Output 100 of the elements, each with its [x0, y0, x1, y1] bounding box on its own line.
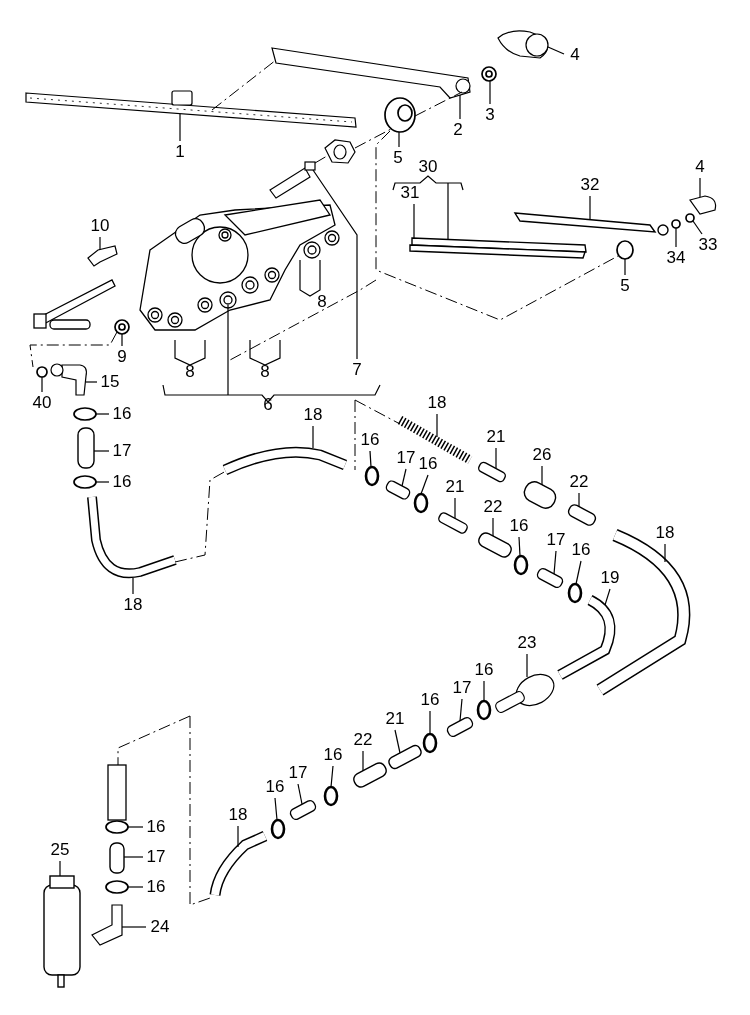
- leader-line: [121, 333, 123, 347]
- callout-number: 16: [419, 691, 441, 709]
- callout-number: 17: [395, 449, 417, 467]
- leader-line: [59, 860, 61, 877]
- nut-drawing: [685, 213, 695, 223]
- leader-line: [624, 258, 626, 276]
- leader-line: [123, 856, 144, 858]
- hose-clamp-drawing: [513, 554, 529, 576]
- callout-number: 4: [694, 158, 706, 176]
- callout-number: 18: [122, 596, 144, 614]
- leader-line: [459, 94, 461, 120]
- leader-line: [420, 474, 429, 495]
- leader-line: [413, 203, 415, 239]
- leader-line: [604, 588, 611, 606]
- washer-drawing: [114, 319, 130, 335]
- cap-drawing: [689, 195, 717, 215]
- callout-number: 21: [444, 478, 466, 496]
- leader-line: [297, 783, 303, 805]
- elbow-connector-drawing: [50, 363, 87, 396]
- leader-line: [553, 550, 557, 575]
- callout-number: 16: [570, 541, 592, 559]
- callout-number: 8: [259, 363, 271, 381]
- grommet-drawing: [384, 97, 416, 133]
- elbow-connector-drawing: [91, 904, 123, 946]
- leader-line: [589, 195, 591, 221]
- pin-drawing: [269, 161, 316, 199]
- callout-number: 16: [111, 405, 133, 423]
- callout-number: 3: [484, 106, 496, 124]
- callout-number: 16: [508, 517, 530, 535]
- leader-line: [489, 80, 491, 105]
- callout-number: 21: [485, 428, 507, 446]
- callout-number: 8: [316, 293, 328, 311]
- assembly-line: [29, 331, 118, 368]
- leader-line: [179, 113, 181, 142]
- leader-line: [547, 46, 565, 55]
- callout-number: 16: [111, 473, 133, 491]
- leader-line: [495, 447, 497, 469]
- callout-number: 16: [145, 818, 167, 836]
- callout-number: 19: [599, 569, 621, 587]
- leader-line: [459, 698, 463, 722]
- callout-number: 22: [568, 473, 590, 491]
- callout-number: 17: [111, 442, 133, 460]
- nut-drawing: [481, 66, 497, 82]
- leader-line: [330, 765, 334, 788]
- leader-line: [237, 825, 239, 848]
- cap-drawing: [36, 366, 48, 378]
- leader-line: [518, 536, 521, 557]
- callout-number: 5: [619, 277, 631, 295]
- leader-line: [575, 560, 582, 585]
- hose-clamp-drawing: [422, 732, 438, 754]
- leader-line: [394, 729, 401, 754]
- callout-number: 17: [545, 531, 567, 549]
- callout-number: 16: [417, 455, 439, 473]
- callout-number: 16: [359, 431, 381, 449]
- assembly-line: [211, 59, 277, 111]
- pump-drawing: [43, 875, 81, 988]
- leader-line: [41, 376, 43, 393]
- assembly-line: [354, 128, 392, 149]
- wiper-arm-drawing: [513, 212, 669, 236]
- callout-number: 18: [227, 806, 249, 824]
- wiper-blade-drawing: [25, 90, 357, 128]
- hose-clamp-drawing: [567, 582, 583, 604]
- callout-number: 18: [426, 394, 448, 412]
- leader-line: [692, 220, 703, 235]
- leader-line: [398, 131, 400, 148]
- bolt-drawing: [87, 245, 118, 267]
- hose-clamp-drawing: [270, 818, 286, 840]
- leader-line: [93, 450, 110, 452]
- wiper-arm-drawing: [271, 47, 471, 99]
- leader-line: [99, 236, 101, 251]
- leader-line: [578, 492, 580, 508]
- callout-number: 34: [665, 249, 687, 267]
- callout-number: 4: [569, 46, 581, 64]
- callout-number: 7: [351, 361, 363, 379]
- leader-line: [274, 797, 278, 821]
- hose-clamp-drawing: [105, 820, 129, 834]
- callout-number: 17: [287, 764, 309, 782]
- callout-number: 1: [174, 143, 186, 161]
- callout-number: 8: [184, 363, 196, 381]
- washer-drawing: [671, 219, 681, 229]
- leader-line: [312, 169, 358, 360]
- callout-number: 15: [99, 373, 121, 391]
- assembly-line: [414, 91, 463, 117]
- callout-number: 31: [399, 184, 421, 202]
- leader-line: [526, 653, 528, 678]
- callout-number: 16: [322, 746, 344, 764]
- leader-line: [483, 680, 485, 702]
- callout-number: 21: [384, 710, 406, 728]
- callout-number: 18: [654, 524, 676, 542]
- hose-drawing: [109, 842, 125, 874]
- callout-number: 22: [482, 498, 504, 516]
- wiper-blade-drawing: [409, 237, 587, 259]
- callout-number: 26: [531, 446, 553, 464]
- callout-number: 32: [579, 176, 601, 194]
- hose-clamp-drawing: [476, 699, 492, 721]
- callout-number: 6: [262, 396, 274, 414]
- leader-line: [127, 826, 144, 828]
- callout-number: 33: [697, 236, 719, 254]
- hose-clamp-drawing: [323, 785, 339, 807]
- hose-clamp-drawing: [413, 492, 429, 514]
